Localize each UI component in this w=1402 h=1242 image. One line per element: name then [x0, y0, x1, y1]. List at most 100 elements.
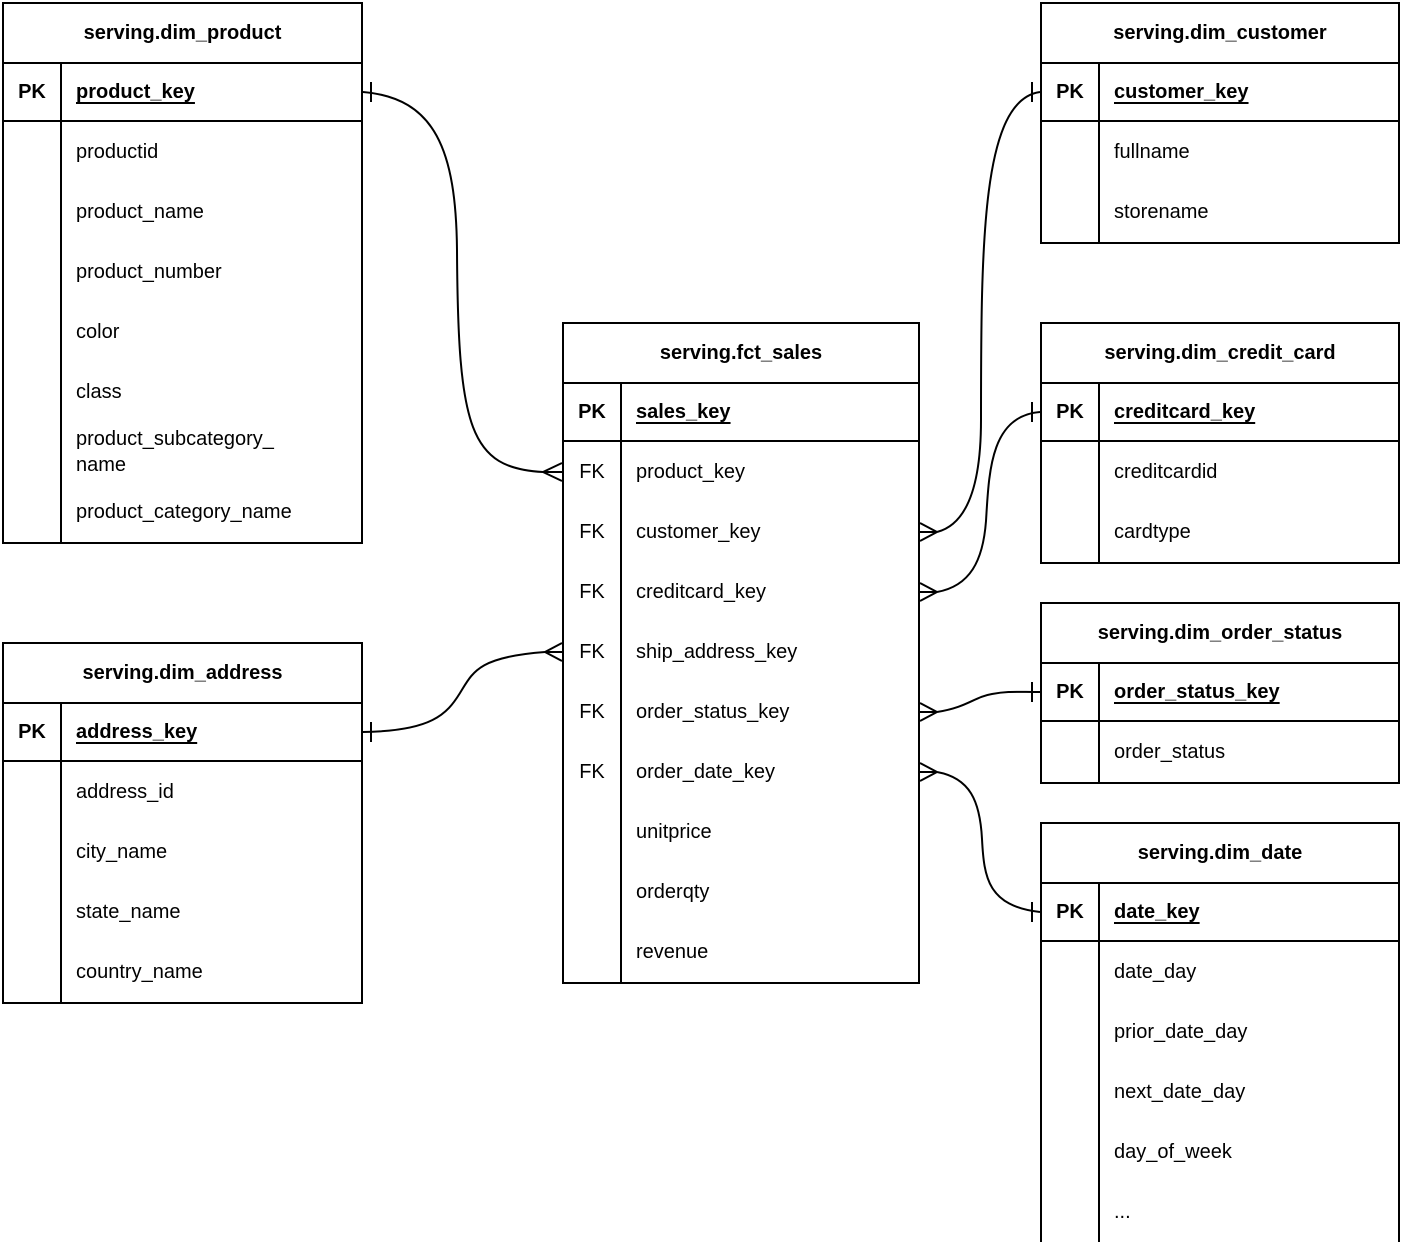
relationship-creditcard [919, 402, 1041, 602]
relationship-line [936, 91, 1041, 533]
pk-field: address_key [76, 720, 198, 743]
fk-label: FK [564, 502, 622, 562]
fk-label: FK [564, 562, 622, 622]
key-cell [4, 242, 62, 302]
table-dim-product: serving.dim_product PK product_key produ… [2, 2, 363, 544]
pk-row: PK sales_key [564, 384, 918, 442]
crows-foot-many-icon [919, 582, 938, 602]
pk-row: PK customer_key [1042, 64, 1398, 122]
pk-row: PK order_status_key [1042, 664, 1398, 722]
pk-field: order_status_key [1114, 680, 1280, 703]
field-row: date_day [1042, 942, 1398, 1002]
field-name: creditcard_key [636, 580, 767, 603]
field-row: product_number [4, 242, 361, 302]
key-cell [1042, 1002, 1100, 1062]
pk-row: PK creditcard_key [1042, 384, 1398, 442]
field-row: fullname [1042, 122, 1398, 182]
key-cell [1042, 1062, 1100, 1122]
field-name: ship_address_key [636, 640, 798, 663]
key-cell [1042, 502, 1100, 562]
relationship-line [362, 651, 546, 733]
key-cell [1042, 442, 1100, 502]
pk-label: PK [4, 704, 62, 760]
key-cell [564, 922, 622, 982]
fk-label: FK [564, 742, 622, 802]
field-name: creditcardid [1114, 460, 1218, 483]
table-title: serving.dim_credit_card [1042, 324, 1398, 384]
key-cell [564, 802, 622, 862]
fk-label: FK [564, 442, 622, 502]
field-name: fullname [1114, 140, 1190, 163]
key-cell [4, 762, 62, 822]
field-name: product_key [636, 460, 745, 483]
crows-foot-many-icon [919, 522, 938, 542]
pk-field: customer_key [1114, 80, 1249, 103]
table-dim-order-status: serving.dim_order_status PK order_status… [1040, 602, 1400, 784]
table-title: serving.dim_address [4, 644, 361, 704]
relationship-address [362, 642, 563, 742]
field-name: order_status [1114, 740, 1226, 763]
field-name: state_name [76, 900, 181, 923]
pk-row: PK date_key [1042, 884, 1398, 942]
field-row: product_category_name [4, 482, 361, 542]
field-name: order_date_key [636, 760, 775, 783]
key-cell [1042, 942, 1100, 1002]
field-name: color [76, 320, 120, 343]
field-name: prior_date_day [1114, 1020, 1248, 1043]
field-name: revenue [636, 940, 709, 963]
field-row: city_name [4, 822, 361, 882]
pk-field: date_key [1114, 900, 1200, 923]
field-name: next_date_day [1114, 1080, 1246, 1103]
field-row: class [4, 362, 361, 422]
field-name: storename [1114, 200, 1209, 223]
key-cell [4, 302, 62, 362]
field-row: FK order_status_key [564, 682, 918, 742]
field-row: ... [1042, 1182, 1398, 1242]
pk-label: PK [4, 64, 62, 120]
field-name: class [76, 380, 122, 403]
table-title: serving.dim_date [1042, 824, 1398, 884]
field-row: product_name [4, 182, 361, 242]
field-row: color [4, 302, 361, 362]
table-title: serving.fct_sales [564, 324, 918, 384]
field-name: unitprice [636, 820, 712, 843]
table-dim-address: serving.dim_address PK address_key addre… [2, 642, 363, 1004]
key-cell [1042, 182, 1100, 242]
field-row: storename [1042, 182, 1398, 242]
field-row: prior_date_day [1042, 1002, 1398, 1062]
relationship-order-date [919, 762, 1041, 922]
field-name: product_subcategory_ name [76, 427, 274, 476]
field-row: next_date_day [1042, 1062, 1398, 1122]
field-name: orderqty [636, 880, 710, 903]
field-row: unitprice [564, 802, 918, 862]
key-cell [1042, 122, 1100, 182]
table-title: serving.dim_product [4, 4, 361, 64]
field-name: product_category_name [76, 500, 292, 523]
table-dim-date: serving.dim_date PK date_key date_day pr… [1040, 822, 1400, 1242]
field-row: FK product_key [564, 442, 918, 502]
key-cell [4, 822, 62, 882]
pk-field: product_key [76, 80, 195, 103]
key-cell [1042, 1122, 1100, 1182]
table-title: serving.dim_customer [1042, 4, 1398, 64]
pk-label: PK [1042, 884, 1100, 940]
field-name: product_number [76, 260, 222, 283]
field-row: state_name [4, 882, 361, 942]
field-row: day_of_week [1042, 1122, 1398, 1182]
field-name: day_of_week [1114, 1140, 1232, 1163]
key-cell [4, 422, 62, 482]
field-row: FK ship_address_key [564, 622, 918, 682]
relationship-line [936, 771, 1041, 913]
key-cell [4, 942, 62, 1002]
pk-label: PK [564, 384, 622, 440]
field-row: creditcardid [1042, 442, 1398, 502]
relationship-order-status [919, 682, 1041, 722]
field-name: date_day [1114, 960, 1197, 983]
field-row: FK order_date_key [564, 742, 918, 802]
field-name: city_name [76, 840, 168, 863]
key-cell [4, 882, 62, 942]
field-name: product_name [76, 200, 204, 223]
table-dim-customer: serving.dim_customer PK customer_key ful… [1040, 2, 1400, 244]
pk-row: PK product_key [4, 64, 361, 122]
